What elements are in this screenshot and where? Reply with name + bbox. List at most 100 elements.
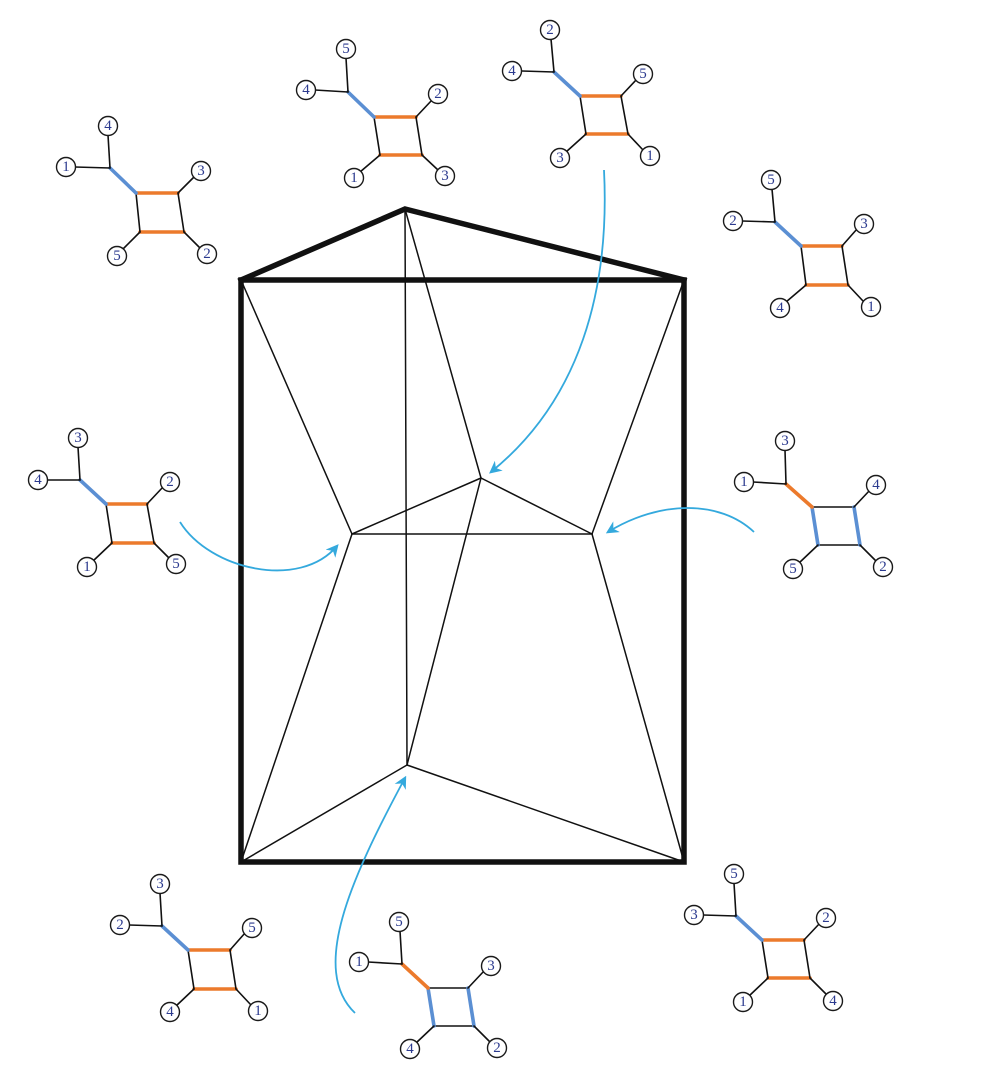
leaf-label: 2 [427,83,449,105]
square-left-edge [579,95,587,135]
square-right-edge [177,192,185,233]
stem-edge [160,924,190,952]
leaf-label: 1 [639,145,661,167]
svg-text:2: 2 [166,474,174,490]
leaf-label: 4 [295,79,317,101]
leaf-label: 4 [769,297,791,319]
square-right-edge [229,949,237,990]
leaf-edge-d [175,988,195,1007]
leaf-edge-d [798,544,819,564]
svg-text:5: 5 [395,914,403,930]
svg-text:2: 2 [493,1040,501,1056]
leaf-edge-d [359,154,381,173]
tree-diagrams: 4 1 3 5 2 5 4 2 1 3 [27,19,894,1060]
tree-top-right: 2 4 5 3 1 [501,19,661,169]
svg-text:3: 3 [860,216,868,232]
leaf-edge-e [859,544,877,562]
leaf-edge-c [415,99,433,118]
leaf-label: 4 [399,1038,421,1060]
leaf-edge-a [345,57,349,93]
leaf-label: 4 [865,474,887,496]
leaf-edge-c [620,78,638,97]
leaf-label: 4 [501,60,523,82]
leaf-label: 3 [67,427,89,449]
leaf-label: 5 [760,169,782,191]
leaf-label: 3 [683,904,705,926]
square-left-edge [135,192,141,233]
leaf-label: 5 [106,245,128,267]
leaf-edge-d [121,231,141,251]
leaf-edge-c [803,922,821,941]
svg-text:5: 5 [789,561,797,577]
leaf-label: 3 [434,165,456,187]
svg-text:4: 4 [406,1041,414,1057]
stem-edge [734,914,764,942]
frame-rectangle [238,277,687,865]
svg-text:1: 1 [350,170,358,186]
edge [591,533,685,863]
svg-text:4: 4 [34,472,42,488]
edge [240,764,408,863]
leaf-label: 5 [335,38,357,60]
leaf-edge-b [74,166,111,169]
stem-edge [552,70,582,98]
svg-text:4: 4 [776,300,784,316]
leaf-edge-c [177,175,196,194]
leaf-label: 5 [723,863,745,885]
svg-text:2: 2 [203,246,211,262]
svg-text:5: 5 [172,556,180,572]
svg-text:3: 3 [556,150,564,166]
stem-edge [400,962,430,990]
leaf-label: 5 [632,63,654,85]
svg-text:5: 5 [730,866,738,882]
svg-text:5: 5 [248,920,256,936]
edge [406,477,482,766]
leaf-label: 5 [241,917,263,939]
leaf-edge-d [565,133,587,153]
leaf-label: 4 [159,1001,181,1023]
leaf-label: 3 [549,147,571,169]
leaf-label: 2 [815,907,837,929]
square-left-edge [810,505,820,547]
leaf-edge-a [159,892,163,927]
stem-edge [346,90,376,119]
leaf-label: 3 [853,213,875,235]
leaf-edge-c [229,932,246,951]
svg-text:2: 2 [546,22,554,38]
square-right-edge [852,505,862,547]
svg-text:3: 3 [781,433,789,449]
svg-text:1: 1 [254,1003,262,1019]
svg-text:3: 3 [690,907,698,923]
svg-text:4: 4 [829,993,837,1009]
leaf-label: 2 [159,471,181,493]
svg-text:4: 4 [508,63,516,79]
tree-top-center: 5 4 2 1 3 [295,38,456,189]
svg-text:2: 2 [116,917,124,933]
svg-text:2: 2 [822,910,830,926]
square-right-edge [415,116,423,156]
leaf-label: 1 [733,471,755,493]
leaf-edge-b [741,220,776,223]
svg-text:1: 1 [83,559,91,575]
square-left-edge [800,245,807,286]
edge [406,764,685,863]
edge [351,477,482,535]
leaf-label: 3 [190,160,212,182]
leaf-edge-a [107,134,111,169]
frame-top-triangle [237,206,688,284]
leaf-edge-b [702,914,737,917]
leaf-edge-d [92,542,113,562]
square-right-edge [841,245,849,286]
leaf-label: 5 [165,553,187,575]
leaf-edge-e [421,154,439,171]
arrow-bottom-to-bottom-vertex [334,775,407,1014]
square-right-edge [146,503,155,544]
leaf-edge-a [399,930,403,965]
leaf-label: 1 [76,556,98,578]
svg-text:2: 2 [879,559,887,575]
svg-text:1: 1 [740,474,748,490]
square-left-edge [426,986,436,1028]
leaf-edge-b [314,89,349,93]
tree-bottom-left: 3 2 5 4 1 [109,873,269,1023]
